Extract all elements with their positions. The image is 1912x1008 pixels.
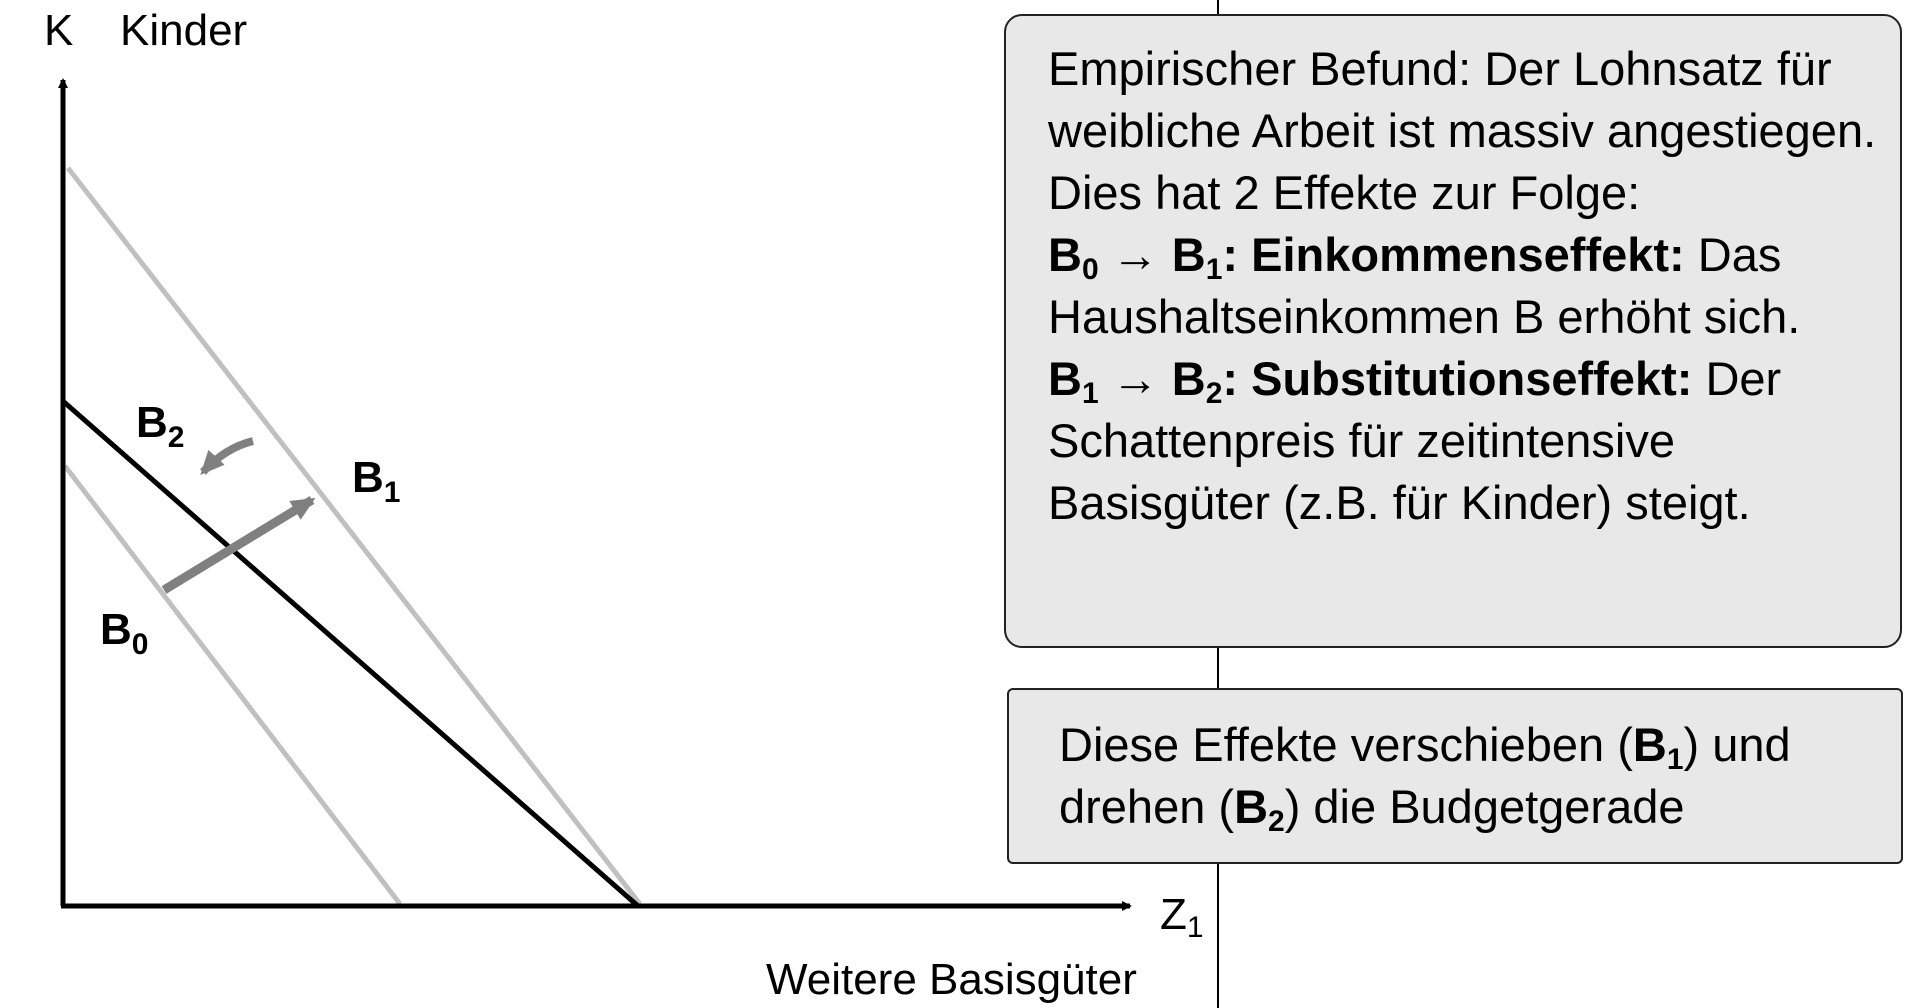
effect1-to-sub: 1 [1205,253,1223,286]
summary-b1: B1 [1632,718,1684,775]
summary-b1-letter: B [1632,718,1667,771]
effect1-title: : Einkommenseffekt: [1222,228,1685,281]
label-b1-sub: 1 [384,476,401,509]
effect1-to: B [1171,228,1206,281]
y-axis-symbol: K [44,6,73,55]
effect1-from-sub: 0 [1081,253,1099,286]
label-b0: B0 [100,605,148,661]
effect2-from-sub: 1 [1081,377,1099,410]
label-b1-letter: B [352,453,384,502]
shift-arrow [161,496,316,594]
effect2-from: B [1048,352,1082,405]
label-b1: B1 [352,453,400,509]
effect2-heading: B1 → B2: Substitutionseffekt: [1048,352,1693,409]
budget-line-b2 [62,400,640,908]
effect2-title: : Substitutionseffekt: [1222,352,1693,405]
budget-line-b1 [66,166,642,906]
summary-b2-letter: B [1234,780,1269,833]
effect1-text: Das Haushaltseinkommen B erhöht sich. [1048,228,1801,343]
label-b2: B2 [136,398,184,454]
info-effect2: B1 → B2: Substitutionseffekt: Der Schatt… [1048,348,1880,534]
x-axis-label: Weitere Basisgüter [766,955,1137,1004]
summary-b2-sub: 2 [1268,805,1285,838]
effect2-to: B [1171,352,1206,405]
info-effect1: B0 → B1: Einkommenseffekt: Das Haushalts… [1048,224,1880,348]
summary-box: Diese Effekte verschieben (B1) und drehe… [1007,688,1903,864]
effect2-arrow-icon: → [1111,352,1159,405]
y-axis-label: Kinder [120,6,247,55]
x-axis-symbol-letter: Z [1160,890,1187,939]
effect2-to-sub: 2 [1205,377,1223,410]
effect1-arrow-icon: → [1111,228,1159,281]
x-axis-symbol-sub: 1 [1187,911,1204,944]
label-b0-sub: 0 [132,628,149,661]
budget-line-b0 [63,464,402,906]
info-box: Empirischer Befund: Der Lohnsatz für wei… [1004,14,1902,648]
label-b2-sub: 2 [168,421,185,454]
effect1-heading: B0 → B1: Einkommenseffekt: [1048,228,1685,285]
label-b2-letter: B [136,398,168,447]
summary-part3: ) die Budgetgerade [1284,780,1685,833]
info-intro: Empirischer Befund: Der Lohnsatz für wei… [1048,42,1877,219]
summary-part1: Diese Effekte verschieben ( [1059,718,1633,771]
label-b0-letter: B [100,605,132,654]
x-axis-symbol: Z1 [1160,890,1204,944]
summary-part2: ) und drehen ( [1059,718,1791,833]
summary-b1-sub: 1 [1666,743,1684,776]
effect1-from: B [1048,228,1082,281]
effect2-text: Der Schattenpreis für zeitintensive Basi… [1048,352,1782,529]
summary-b2: B2 [1234,780,1285,837]
rotate-arrow [200,437,255,475]
